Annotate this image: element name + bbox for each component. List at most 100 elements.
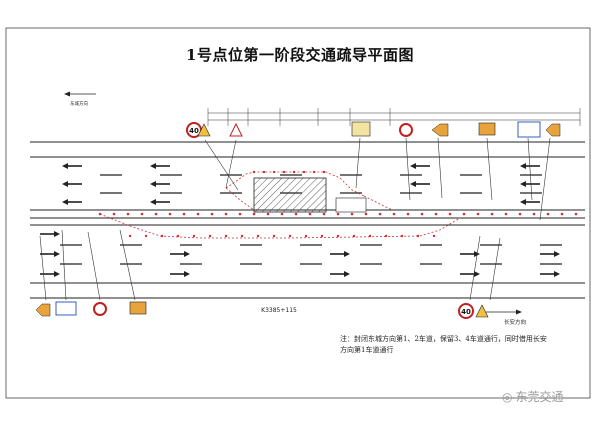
lane-arrow (62, 199, 68, 205)
closure-taper-right (363, 195, 393, 211)
traffic-cone (144, 234, 148, 238)
traffic-cone (126, 212, 130, 216)
lane-arrow (410, 181, 416, 187)
lane-arrow (410, 163, 416, 169)
traffic-cone (322, 212, 326, 216)
traffic-cone (292, 170, 296, 174)
traffic-cone (182, 212, 186, 216)
lane-arrow (54, 231, 60, 237)
lane-dashes-lower (60, 244, 562, 265)
direction-label-east: 东城方向 (70, 100, 88, 107)
traffic-cone (252, 212, 256, 216)
traffic-cone (322, 170, 326, 174)
warning-sign (475, 304, 489, 318)
guide-sign (517, 121, 541, 138)
traffic-cone (304, 234, 308, 238)
lane-arrow (344, 251, 350, 257)
traffic-cone (320, 234, 324, 238)
traffic-cone (350, 212, 354, 216)
lane-arrow (184, 271, 190, 277)
warning-sign (197, 123, 211, 137)
traffic-cone (128, 234, 132, 238)
traffic-cone (294, 212, 298, 216)
traffic-cone (140, 212, 144, 216)
traffic-cone (280, 212, 284, 216)
cone-row-median (98, 212, 578, 216)
traffic-cone (312, 170, 316, 174)
lane-arrow (474, 271, 480, 277)
lane-arrows-lower (40, 231, 560, 277)
note-line-2: 方向第1车道通行 (340, 346, 394, 354)
traffic-cone (154, 212, 158, 216)
traffic-cone (240, 234, 244, 238)
arrow-board-sign (129, 301, 147, 315)
lane-arrow (150, 163, 156, 169)
road-edges (30, 141, 585, 299)
traffic-cone (364, 212, 368, 216)
traffic-cone (518, 212, 522, 216)
lane-arrow (184, 251, 190, 257)
traffic-cone (490, 212, 494, 216)
traffic-cone (392, 212, 396, 216)
traffic-cone (462, 212, 466, 216)
lane-arrow (62, 181, 68, 187)
warning-sign (229, 122, 243, 137)
dimension-chain (207, 108, 581, 126)
direction-label-changan: 长安方向 (504, 318, 526, 326)
lane-arrow (62, 163, 68, 169)
traffic-cone (282, 170, 286, 174)
stake-label: K3385+115 (261, 307, 297, 314)
arrow-sign (545, 123, 561, 137)
traffic-cone (272, 234, 276, 238)
no-entry-sign (399, 123, 413, 137)
speed-limit-value: 40 (189, 127, 199, 135)
traffic-cone (224, 234, 228, 238)
traffic-cone (256, 234, 260, 238)
traffic-cone (238, 212, 242, 216)
lane-dashes-upper (100, 174, 542, 194)
traffic-cone (546, 212, 550, 216)
traffic-cone (112, 212, 116, 216)
traffic-cone (352, 234, 356, 238)
lane-arrow (520, 163, 526, 169)
diagram-title: 1号点位第一阶段交通疏导平面图 (186, 46, 414, 64)
traffic-cone (262, 170, 266, 174)
traffic-cone (224, 212, 228, 216)
traffic-cone (208, 234, 212, 238)
lane-arrow (554, 271, 560, 277)
traffic-cone (168, 212, 172, 216)
watermark-text: 东莞交通 (515, 390, 564, 404)
guide-sign (55, 301, 77, 316)
watermark-icon: ◎ (502, 389, 513, 404)
traffic-cone (434, 212, 438, 216)
traffic-cone (272, 170, 276, 174)
traffic-cone (302, 170, 306, 174)
lane-arrow (150, 181, 156, 187)
traffic-cone (420, 212, 424, 216)
closure-taper-left (225, 187, 255, 211)
traffic-cone (210, 212, 214, 216)
lane-arrow (344, 271, 350, 277)
traffic-cone (192, 234, 196, 238)
traffic-cone (266, 212, 270, 216)
crossover-path (99, 213, 461, 239)
no-entry-sign (93, 302, 107, 316)
traffic-cone (378, 212, 382, 216)
info-board-sign (351, 121, 371, 137)
speed-limit-sign: 40 (458, 303, 474, 319)
lane-arrow (54, 251, 60, 257)
direction-arrow-changan (486, 309, 522, 315)
traffic-cone (574, 212, 578, 216)
traffic-cone (432, 234, 436, 238)
traffic-cone (252, 170, 256, 174)
traffic-cone (504, 212, 508, 216)
drawing-frame (5, 27, 591, 399)
arrow-sign (431, 123, 449, 137)
traffic-cone (476, 212, 480, 216)
lane-arrow (520, 181, 526, 187)
traffic-cone (336, 234, 340, 238)
direction-arrow-east (64, 91, 96, 97)
watermark: ◎ 东莞交通 (502, 388, 564, 405)
